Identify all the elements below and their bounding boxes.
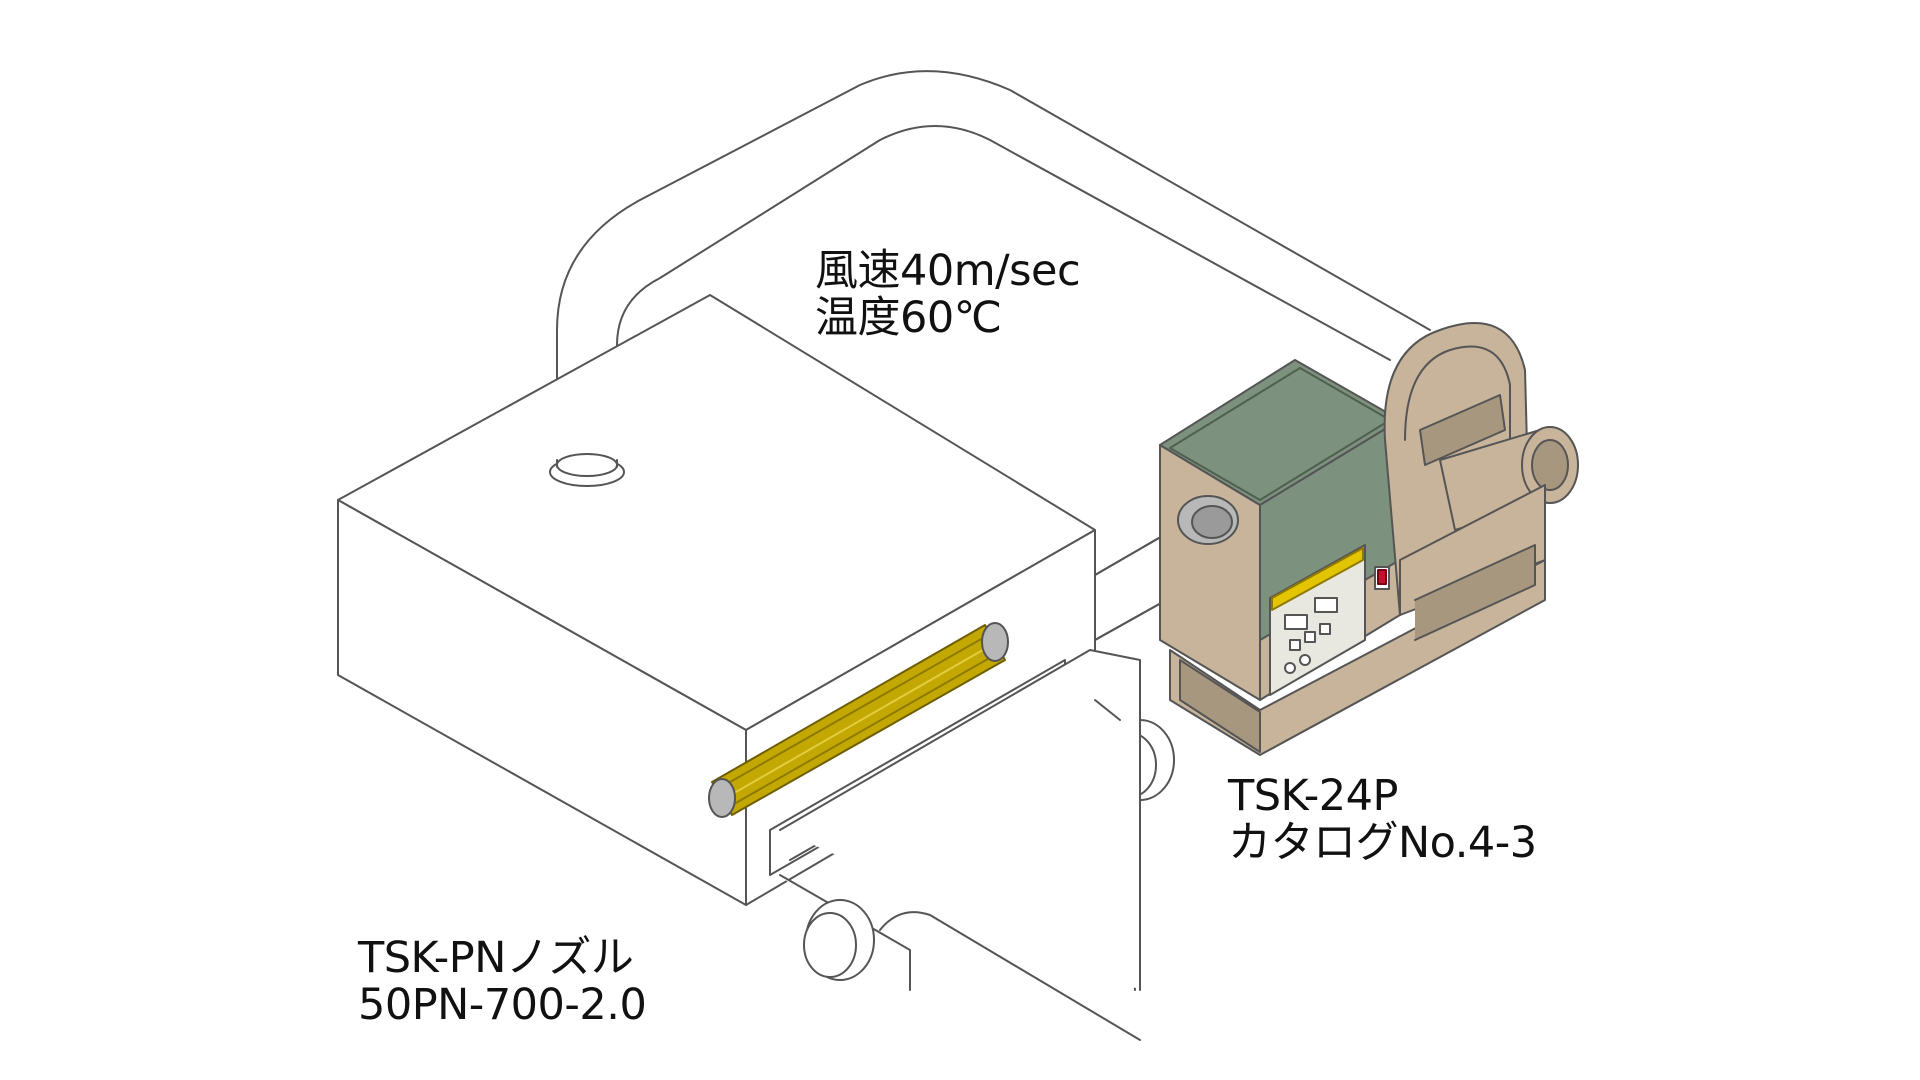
- tsk-24p-blower: [1159, 322, 1579, 756]
- blower-catalog-text: カタログNo.4-3: [1228, 818, 1537, 868]
- nozzle-label: TSK-PNノズル 50PN-700-2.0: [358, 933, 647, 1030]
- airflow-label: 風速40m/sec 温度60℃: [815, 246, 1081, 343]
- nozzle-name-text: TSK-PNノズル: [358, 933, 634, 983]
- outlet-flange: [1177, 495, 1239, 545]
- air-duct-outer: [556, 70, 1431, 461]
- tsk-pn-nozzle: [708, 622, 1009, 818]
- airflow-temperature-text: 温度60℃: [815, 293, 1002, 343]
- duct-inlet: [549, 453, 625, 487]
- nozzle-model-text: 50PN-700-2.0: [358, 980, 647, 1030]
- control-panel-icon: [1269, 544, 1366, 696]
- airflow-speed-text: 風速40m/sec: [815, 246, 1081, 296]
- guide-roller: [803, 899, 875, 981]
- blower-unit-label: TSK-24P カタログNo.4-3: [1228, 773, 1537, 867]
- blower-model-text: TSK-24P: [1228, 771, 1398, 821]
- power-switch-icon: [1374, 566, 1390, 590]
